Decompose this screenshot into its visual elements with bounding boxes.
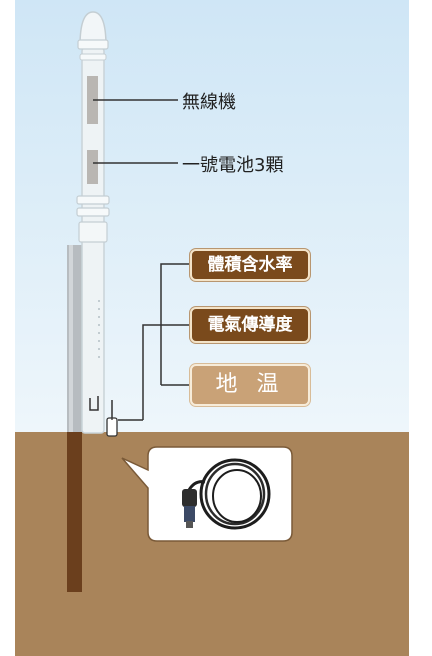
cable-connector: [106, 417, 118, 437]
conductivity-tag: 電氣傳導度: [190, 307, 310, 343]
volumetric-water-tag: 體積含水率: [190, 249, 310, 281]
sensor-cable-icon: [182, 458, 271, 530]
radio-label: 無線機: [182, 92, 236, 113]
tube-collar-top: [77, 39, 109, 50]
probe-body: [184, 506, 195, 522]
tube-ring-top: [79, 53, 107, 61]
battery-module: [87, 150, 98, 184]
tube-joint: [78, 221, 108, 243]
post-highlight: [69, 245, 73, 432]
tube-collar-mid: [76, 195, 110, 205]
probe-tip: [186, 521, 193, 528]
radio-module: [87, 76, 98, 124]
probe-head: [182, 489, 197, 507]
post-underground: [67, 432, 82, 592]
soil-temp-tag: 地 温: [190, 364, 310, 406]
tube-collar-mid2: [76, 207, 110, 217]
battery-label: 一號電池3顆: [182, 155, 284, 176]
antenna-cap: [79, 11, 107, 47]
water-line: [160, 263, 190, 385]
cable-loop: [89, 396, 99, 411]
conductivity-line: [142, 324, 190, 420]
